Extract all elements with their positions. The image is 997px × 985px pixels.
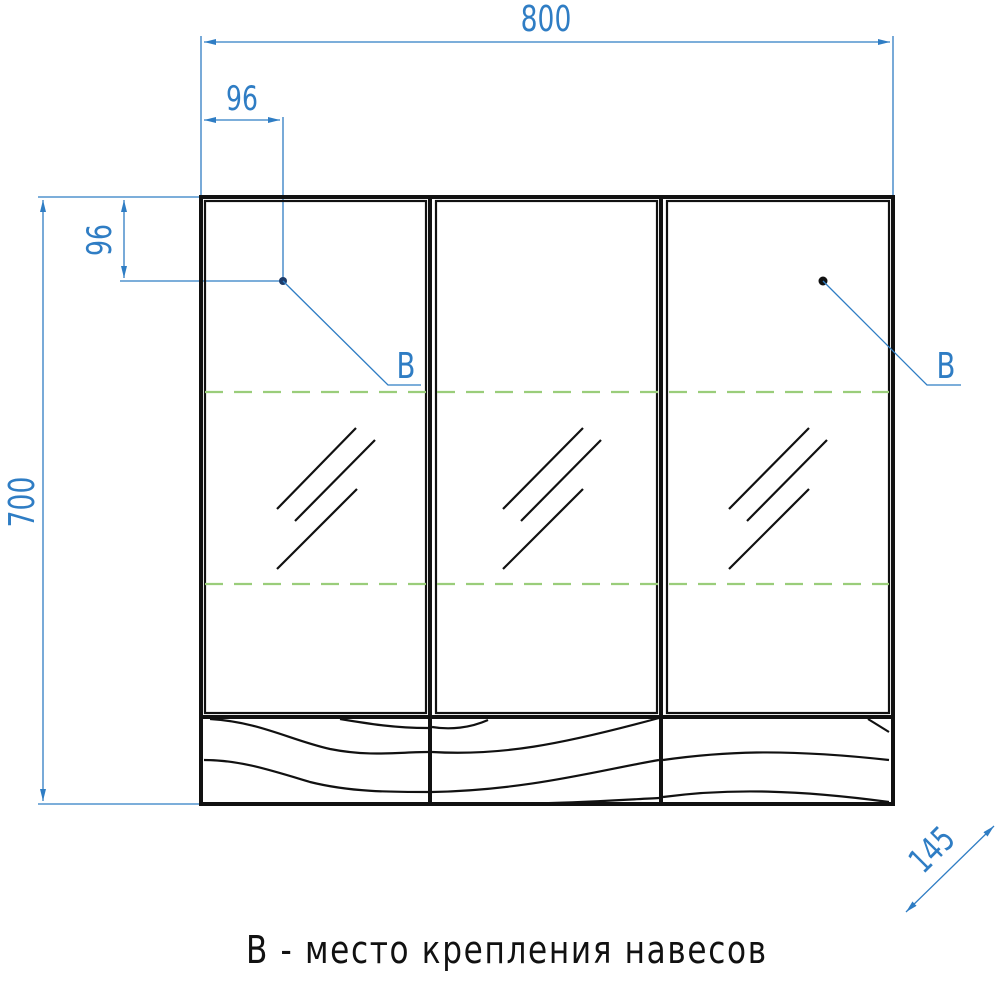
width-label: 800 <box>521 0 572 40</box>
dimension-width-800 <box>200 36 894 196</box>
mirror-glint-center <box>502 427 602 570</box>
callout-left-B: B <box>397 345 416 387</box>
dimension-height-700 <box>38 200 201 805</box>
mirror-glint-left <box>276 427 376 570</box>
mount-point-left <box>279 277 421 386</box>
cabinet-body <box>199 195 895 806</box>
mirror-glint-right <box>728 427 828 570</box>
dimension-mount-y-96 <box>38 196 283 282</box>
height-label: 700 <box>0 477 43 528</box>
callout-right-B: B <box>937 345 956 387</box>
depth-label: 145 <box>901 819 963 881</box>
legend-note: B - место крепления навесов <box>246 928 768 972</box>
mount-x-label: 96 <box>226 79 258 118</box>
wave-decoration <box>203 716 890 806</box>
dimension-mount-x-96 <box>204 117 284 282</box>
mount-y-label: 96 <box>80 224 119 256</box>
dimension-depth-145 <box>905 825 995 913</box>
shelf-lines <box>205 390 889 586</box>
mount-point-right <box>818 276 961 386</box>
